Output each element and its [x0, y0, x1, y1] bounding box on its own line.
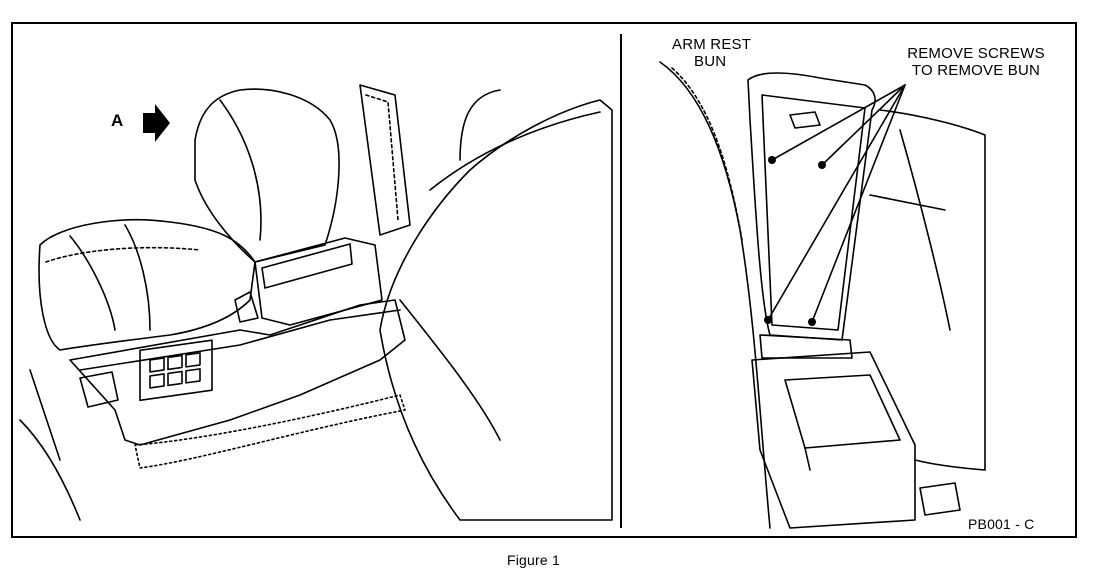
screw-icon	[818, 161, 826, 169]
arm-rest-label-line-1: ARM REST	[672, 36, 752, 53]
screw-icon	[808, 318, 816, 326]
seat-back-right	[879, 109, 986, 471]
left-seatback	[194, 88, 340, 263]
figure-caption: Figure 1	[507, 552, 560, 568]
arm-rest-label-line-2: BUN	[694, 53, 727, 70]
console-body	[69, 299, 406, 446]
seat-edge-left	[659, 61, 771, 529]
console-storage-bin	[751, 351, 916, 529]
arm-rest-bun-label: ARM REST BUN	[672, 36, 751, 70]
screw-icon	[764, 316, 772, 324]
figure-code: PB001 - C	[968, 516, 1035, 532]
view-label: A	[111, 111, 124, 130]
right-seat	[379, 99, 613, 521]
panel-divider	[620, 34, 622, 528]
screw-icon	[768, 156, 776, 164]
remove-screws-label-line-1: REMOVE SCREWS	[907, 45, 1045, 62]
leader-line	[771, 84, 906, 161]
leader-line	[767, 84, 906, 321]
remove-screws-label-line-2: TO REMOVE BUN	[911, 62, 1041, 79]
window-switch-panel	[139, 339, 213, 402]
remove-screws-label: REMOVE SCREWS TO REMOVE BUN	[886, 45, 1066, 79]
armrest-bun	[747, 72, 876, 341]
left-seat-cushion	[38, 219, 256, 351]
leader-line	[811, 84, 906, 323]
armrest-closed	[254, 237, 383, 326]
leader-line	[821, 84, 906, 166]
figure-frame	[11, 22, 1077, 538]
view-arrow-icon	[143, 104, 170, 142]
